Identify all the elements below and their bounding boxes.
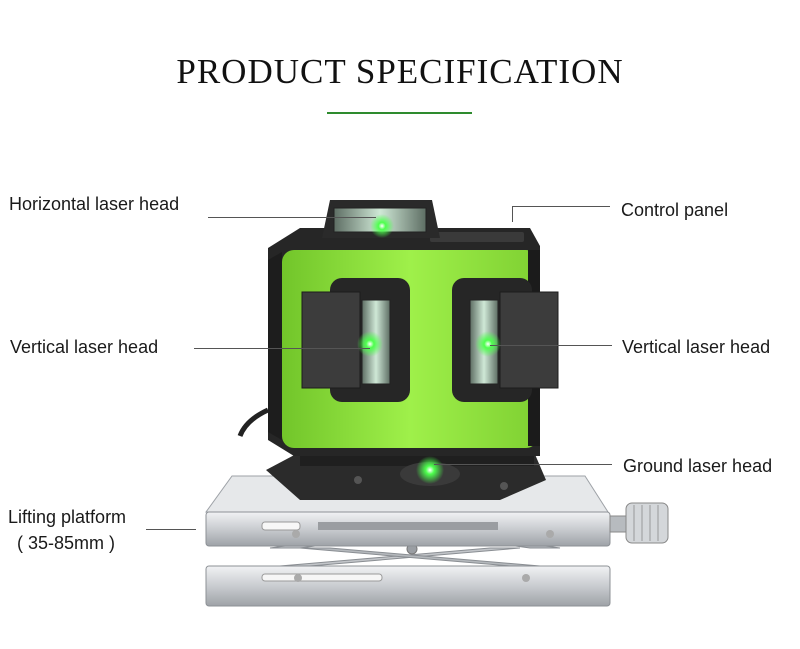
label-vertical-laser-head-right: Vertical laser head bbox=[622, 337, 771, 357]
label-vertical-laser-head-left: Vertical laser head bbox=[10, 337, 159, 357]
laser-base-graphic bbox=[266, 452, 546, 500]
left-vertical-head-graphic bbox=[301, 278, 410, 402]
leader-control-panel bbox=[512, 206, 610, 207]
leader-vertical-head-left bbox=[194, 348, 370, 349]
label-lifting-platform: Lifting platform bbox=[8, 507, 127, 527]
horizontal-head-graphic bbox=[322, 200, 440, 238]
label-control-panel: Control panel bbox=[621, 200, 729, 220]
leader-vertical-head-right bbox=[490, 345, 612, 346]
title-underline bbox=[327, 112, 472, 114]
leader-lifting-platform bbox=[146, 529, 196, 530]
right-vertical-head-graphic bbox=[452, 278, 559, 402]
adjustment-knob bbox=[625, 502, 669, 544]
platform-bottom-plate bbox=[205, 565, 611, 607]
leader-horizontal-head bbox=[208, 217, 376, 218]
label-ground-laser-head: Ground laser head bbox=[623, 456, 773, 476]
leader-control-panel-drop bbox=[512, 206, 513, 222]
page-title: PRODUCT SPECIFICATION bbox=[176, 52, 624, 91]
leader-ground-head bbox=[434, 464, 612, 465]
label-horizontal-laser-head: Horizontal laser head bbox=[9, 194, 180, 214]
label-lifting-platform-range: ( 35-85mm ) bbox=[17, 533, 116, 553]
